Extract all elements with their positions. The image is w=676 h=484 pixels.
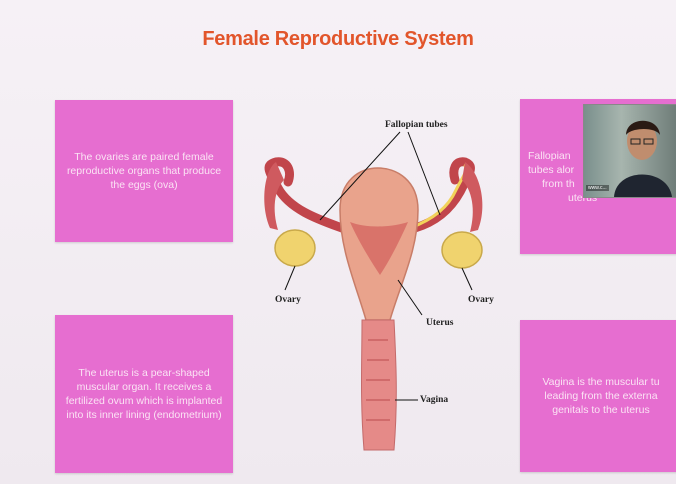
ovary-left-label-line: [285, 266, 295, 290]
label-ovary-left: Ovary: [275, 295, 301, 305]
presenter-avatar: [584, 105, 676, 197]
uterus-info-text: The uterus is a pear-shaped muscular org…: [61, 366, 227, 422]
ovaries-info-text: The ovaries are paired female reproducti…: [61, 150, 227, 192]
right-fimbriae: [462, 162, 482, 232]
vagina-info-text: Vagina is the muscular tu leading from t…: [528, 375, 674, 417]
vagina-info-box: Vagina is the muscular tu leading from t…: [520, 320, 676, 472]
label-ovary-right: Ovary: [468, 295, 494, 305]
fallopian-info-line-2: tubes alor: [528, 163, 574, 177]
presenter-name-tag: www.c...: [586, 185, 609, 191]
label-fallopian-tubes: Fallopian tubes: [385, 120, 448, 130]
slide-title: Female Reproductive System: [0, 28, 676, 51]
ovaries-info-box: The ovaries are paired female reproducti…: [55, 100, 233, 242]
left-ovary: [275, 230, 315, 266]
webcam-video-overlay[interactable]: www.c...: [583, 104, 676, 198]
fallopian-info-line-3: from th: [528, 177, 575, 191]
fallopian-info-line-1: Fallopian: [528, 149, 571, 163]
uterus-label-line: [398, 280, 422, 315]
ovary-right-label-line: [462, 268, 472, 290]
label-vagina: Vagina: [420, 395, 448, 405]
right-ovary: [442, 232, 482, 268]
uterus-info-box: The uterus is a pear-shaped muscular org…: [55, 315, 233, 473]
label-uterus: Uterus: [426, 318, 453, 328]
reproductive-system-illustration: [250, 110, 510, 460]
